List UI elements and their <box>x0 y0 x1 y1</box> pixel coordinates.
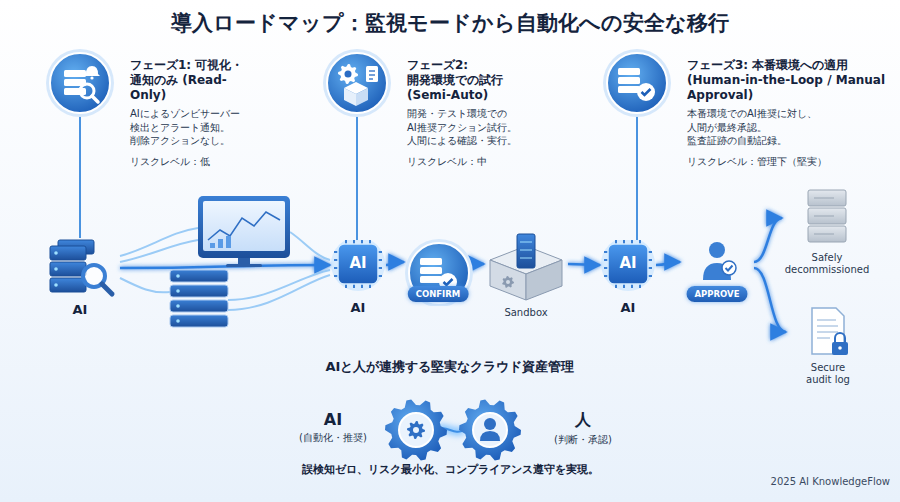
node-heading: フェーズ1: 可視化・通知のみ (Read-Only) <box>130 58 250 103</box>
node-icon <box>322 48 392 168</box>
database-illustration <box>170 270 228 327</box>
node-icon <box>683 238 751 282</box>
human-gear: 人 (判断・承認) <box>458 398 628 464</box>
phase-card: フェーズ3: 本番環境への適用 (Human-in-the-Loop / Man… <box>602 48 894 168</box>
text-column: AI (自動化・推奨) <box>290 410 376 445</box>
section-heading: AIと人が連携する堅実なクラウド資産管理 <box>0 358 900 376</box>
node-text: AIによるゾンビサーバー 検出とアラート通知。 削除アクションなし。 <box>130 107 262 148</box>
node-label: Secure audit log <box>798 362 858 386</box>
node-icon <box>806 306 850 358</box>
node-heading: フェーズ3: 本番環境への適用 (Human-in-the-Loop / Man… <box>687 58 892 103</box>
node-text: リスクレベル：管理下（堅実） <box>687 155 877 168</box>
node-label: AI <box>600 300 656 315</box>
node-heading: AI <box>290 410 376 429</box>
confirm-step: CONFIRM <box>404 238 472 306</box>
audit-log: Secure audit log <box>786 306 870 392</box>
text-column: フェーズ2: 開発環境での試行 (Semi-Auto)開発・テスト環境での AI… <box>407 58 557 168</box>
node-icon <box>458 398 522 462</box>
leader-line <box>636 168 638 240</box>
node-label: Sandbox <box>484 307 568 319</box>
flow-arrow <box>472 262 484 264</box>
node-label: AI <box>330 255 386 272</box>
action-button: APPROVE <box>687 286 748 302</box>
decommissioned-server: Safely decommissioned <box>782 188 872 292</box>
flow-arrow <box>120 265 330 268</box>
flow-arrow <box>754 268 786 332</box>
node-icon <box>804 188 850 246</box>
approve-step: APPROVE <box>680 238 754 306</box>
node-icon <box>45 48 115 168</box>
flow-arrow <box>386 262 404 265</box>
node-text: リスクレベル：低 <box>130 155 280 168</box>
node-text: 本番環境でのAI推奨に対し、 人間が最終承認。 監査証跡の自動記録。 <box>687 107 852 148</box>
watermark: 2025 AI KnowledgeFlow <box>740 476 890 487</box>
node-text: (判断・承認) <box>538 433 628 447</box>
text-column: 人 (判断・承認) <box>538 410 628 447</box>
sandbox-box: Sandbox <box>484 230 568 326</box>
flow-arrow <box>656 262 680 265</box>
node-label: AI <box>600 255 656 272</box>
node-text: (自動化・推奨) <box>290 431 376 445</box>
text-column: フェーズ3: 本番環境への適用 (Human-in-the-Loop / Man… <box>687 58 892 168</box>
action-button: CONFIRM <box>408 286 469 302</box>
node-heading: フェーズ2: 開発環境での試行 (Semi-Auto) <box>407 58 527 103</box>
node-heading: 人 <box>538 410 628 431</box>
phase-card: フェーズ1: 可視化・通知のみ (Read-Only)AIによるゾンビサーバー … <box>45 48 305 168</box>
leader-line <box>356 168 358 240</box>
flow-arrow <box>568 264 600 265</box>
leader-line <box>79 168 81 238</box>
text-column: フェーズ1: 可視化・通知のみ (Read-Only)AIによるゾンビサーバー … <box>130 58 280 168</box>
summary-note: 誤検知ゼロ、リスク最小化、コンプライアンス遵守を実現。 <box>0 462 900 477</box>
node-icon <box>484 230 568 302</box>
monitor-illustration <box>198 196 290 267</box>
ai-gear: AI (自動化・推奨) <box>290 398 450 464</box>
node-label: Safely decommissioned <box>782 252 872 276</box>
node-label: AI <box>330 300 386 315</box>
ai-chip: AI AI <box>600 240 656 320</box>
flow-arrow <box>754 218 782 262</box>
node-icon <box>40 238 120 300</box>
node-text: リスクレベル：中 <box>407 155 557 168</box>
ai-chip: AI AI <box>330 240 386 320</box>
node-icon <box>602 48 672 168</box>
server-group: AI <box>40 238 120 320</box>
phase-card: フェーズ2: 開発環境での試行 (Semi-Auto)開発・テスト環境での AI… <box>322 48 587 168</box>
node-text: 開発・テスト環境での AI推奨アクション試行。 人間による確認・実行。 <box>407 107 545 148</box>
node-label: AI <box>40 302 120 317</box>
diagram-title: 導入ロードマップ：監視モードから自動化への安全な移行 <box>0 9 900 37</box>
node-icon <box>384 398 448 462</box>
